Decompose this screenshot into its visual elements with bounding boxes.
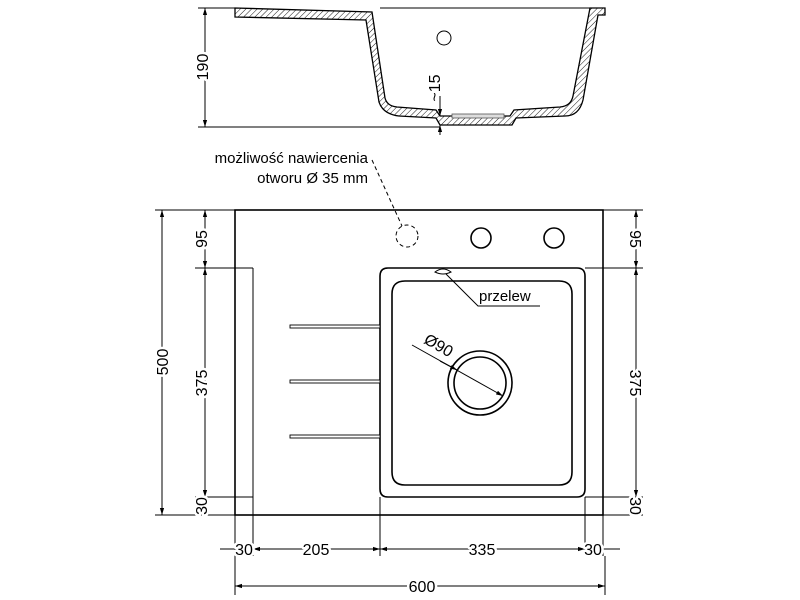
right-dimensions: 95 375 30 [585,209,646,518]
profile-section [234,7,606,126]
drain: Ø90 [411,329,513,416]
overflow-slot [434,268,452,275]
bottom-dimensions: 30 205 335 30 600 [220,497,620,599]
drainboard-ridge [289,434,381,439]
left-total-label: 500 [155,349,172,376]
drilling-note: możliwość nawiercenia otworu Ø 35 mm [215,150,403,227]
drainboard-ridges [289,324,381,439]
left-bottom-label: 30 [194,497,211,515]
overflow-leader-line [445,273,540,307]
drain-depth-dimension: ~15 [425,72,447,135]
drilling-note-line2: otworu Ø 35 mm [257,170,368,187]
drain-diameter-label: Ø90 [421,331,456,361]
tap-holes [395,224,565,249]
right-bottom-label: 30 [626,497,643,515]
left-middle-label: 375 [194,370,211,397]
drain-inner-ring [453,356,507,410]
overflow-label: przelew [479,288,531,305]
profile-height-dimension: 190 [193,7,440,128]
tap-hole [543,227,565,249]
side-profile [234,7,606,126]
bottom-segment-label: 30 [235,542,253,559]
sink-outline [234,209,604,516]
basin-outer-edge [379,267,586,498]
right-middle-label: 375 [626,370,643,397]
left-top-label: 95 [194,230,211,248]
tap-hole-section [436,30,452,46]
bottom-segment-label: 30 [584,542,602,559]
drainboard-ridge [289,379,381,384]
tap-hole [470,227,492,249]
note-leader-line [371,159,403,227]
bottom-segment-label: 335 [469,542,496,559]
bottom-segment-label: 205 [303,542,330,559]
drilling-note-line1: możliwość nawiercenia [215,150,369,167]
bottom-total-label: 600 [409,579,436,596]
drain-outer-ring [447,350,513,416]
profile-height-label: 190 [195,54,212,81]
right-top-label: 95 [626,230,643,248]
drain-diameter-line [411,344,504,397]
drainboard-ridge [289,324,381,329]
basin-inner-edge [391,280,573,486]
drain-depth-label: ~15 [427,74,444,101]
drain-diameter-arrow [439,360,458,371]
plan-view: przelew Ø90 [234,209,604,516]
drain-outlet-section [451,113,505,119]
overflow: przelew [434,268,540,307]
optional-tap-hole [395,224,419,248]
left-dimensions: 500 95 375 30 [153,209,253,517]
